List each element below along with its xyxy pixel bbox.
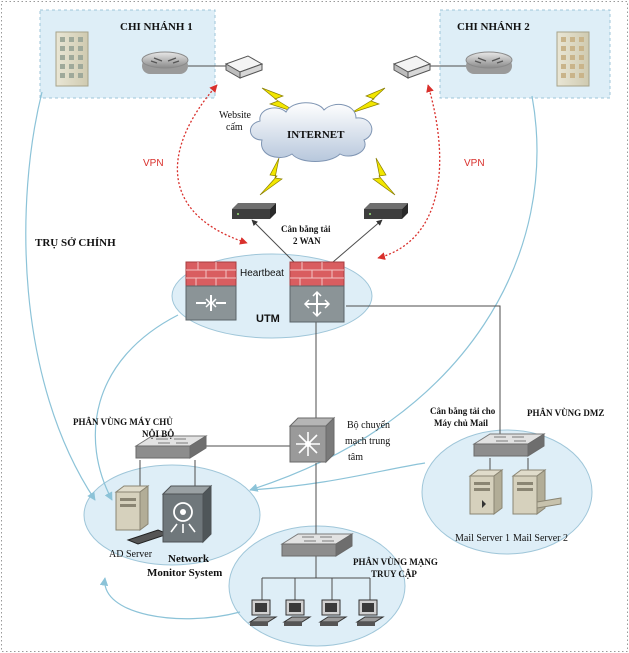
router-icon xyxy=(141,51,189,74)
lightning-icon xyxy=(350,87,386,114)
link-branch1-to-ad xyxy=(25,91,96,501)
blocked-website-label-2: cấm xyxy=(226,122,243,133)
modem-icon xyxy=(392,55,432,79)
workstation-icon xyxy=(355,599,385,626)
network-monitor-system-icon xyxy=(161,484,213,544)
branch1-label: CHI NHÁNH 1 xyxy=(120,21,193,33)
link-access-to-ad xyxy=(99,577,241,620)
nms-label-1: Network xyxy=(168,553,210,565)
branch2-label: CHI NHÁNH 2 xyxy=(457,21,530,33)
server-zone-label-1: PHÂN VÙNG MÁY CHỦ xyxy=(73,417,173,427)
core-switch-label-3: tâm xyxy=(348,452,363,463)
mail-server-2-label: Mail Server 2 xyxy=(513,533,568,544)
router-icon xyxy=(465,51,513,74)
dmz-label: PHÂN VÙNG DMZ xyxy=(527,408,604,418)
dmz-load-balance-label-2: Máy chủ Mail xyxy=(434,418,488,428)
vpn-label-right: VPN xyxy=(464,158,485,169)
lightning-icon xyxy=(372,157,396,196)
access-switch-icon xyxy=(280,533,354,557)
link-wan1-utm xyxy=(251,219,301,269)
core-switch-label-2: mạch trung xyxy=(345,436,390,447)
firewall-icon xyxy=(289,261,345,323)
mail-server-1-icon xyxy=(468,469,504,515)
link-dmz-to-nms xyxy=(249,462,426,491)
building-icon xyxy=(55,31,89,87)
wan-load-balancer-icon xyxy=(232,203,276,219)
link-utm-dmz xyxy=(346,305,501,438)
core-switch-label-1: Bộ chuyển xyxy=(347,420,390,431)
workstation-icon xyxy=(318,599,348,626)
link-utm-to-ad xyxy=(94,314,179,501)
vpn-link-left xyxy=(176,84,248,245)
link-branch2-to-ad xyxy=(249,95,538,492)
dmz-zone xyxy=(421,429,593,555)
vpn-link-right xyxy=(377,84,441,260)
vpn-label-left: VPN xyxy=(143,158,164,169)
internet-label: INTERNET xyxy=(287,129,345,141)
dmz-load-balance-label-1: Cân bằng tải cho xyxy=(430,406,496,416)
server-zone-label-2: NỘI BỘ xyxy=(142,429,174,439)
modem-icon xyxy=(224,55,264,79)
access-zone xyxy=(228,525,406,647)
headquarters-label: TRỤ SỞ CHÍNH xyxy=(35,237,116,249)
firewall-icon xyxy=(185,261,237,321)
link-wan2-utm xyxy=(325,219,383,269)
ad-server-icon xyxy=(114,485,170,545)
nms-label-2: Monitor System xyxy=(147,567,222,579)
mail-server-1-label: Mail Server 1 xyxy=(455,533,510,544)
access-zone-label-1: PHÂN VÙNG MẠNG xyxy=(353,557,438,567)
server-zone-switch-icon xyxy=(134,435,208,459)
wan-load-balance-label-2: 2 WAN xyxy=(293,236,321,246)
lightning-icon xyxy=(259,157,283,196)
heartbeat-label: Heartbeat xyxy=(240,268,284,279)
internet-cloud-icon xyxy=(250,102,373,162)
wan-load-balancer-icon xyxy=(364,203,408,219)
blocked-website-label-1: Website xyxy=(219,110,252,121)
core-switch-icon xyxy=(288,416,336,464)
building-icon xyxy=(556,31,590,87)
mail-server-2-icon xyxy=(511,469,562,515)
wan-load-balance-label-1: Cân bằng tải xyxy=(281,224,331,234)
workstation-icon xyxy=(248,599,278,626)
workstation-icon xyxy=(282,599,312,626)
access-zone-label-2: TRUY CẬP xyxy=(371,569,417,579)
ad-server-label: AD Server xyxy=(109,549,153,560)
dmz-switch-icon xyxy=(472,433,546,457)
utm-label: UTM xyxy=(256,313,280,325)
